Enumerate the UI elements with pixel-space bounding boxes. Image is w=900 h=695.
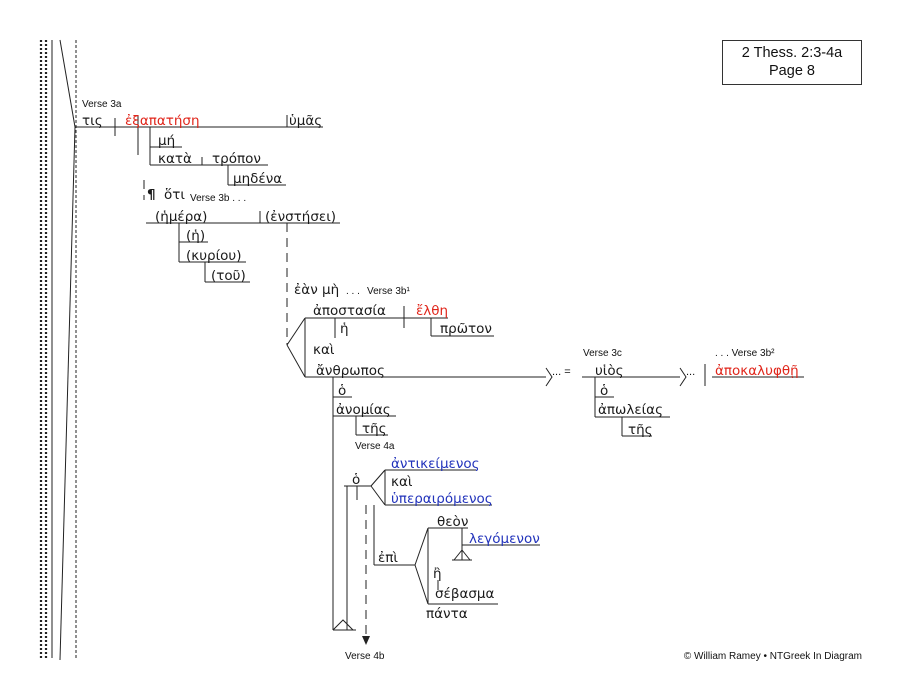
word-kai-2: καὶ bbox=[391, 474, 413, 490]
word-tes-2: τῆς bbox=[362, 421, 387, 437]
word-apokalyphthe: ἀποκαλυφθῇ bbox=[715, 363, 799, 379]
word-tes: τῆς bbox=[628, 422, 653, 438]
word-me: μή bbox=[158, 133, 175, 149]
word-ho-article: ὁ bbox=[600, 383, 608, 399]
word-anthropos: ἄνθρωπος bbox=[316, 363, 385, 379]
reference-box: 2 Thess. 2:3-4a Page 8 bbox=[722, 40, 862, 85]
label-verse-4b: Verse 4b bbox=[345, 651, 385, 662]
word-huios: υἱὸς bbox=[595, 363, 624, 379]
word-exapatese: ἐξαπατήση bbox=[125, 113, 200, 129]
word-hemera: (ἡμέρα) bbox=[155, 209, 207, 225]
word-kai: καὶ bbox=[313, 342, 335, 358]
label-verse-3b2: . . . Verse 3b² bbox=[715, 348, 775, 359]
word-proton: πρῶτον bbox=[440, 321, 492, 337]
label-verse-3b1: Verse 3b¹ bbox=[367, 286, 410, 297]
label-verse-4a: Verse 4a bbox=[355, 441, 395, 452]
word-medena: μηδένα bbox=[233, 171, 282, 187]
word-he-article-2: ἡ bbox=[340, 321, 349, 337]
word-hyperairomenos: ὑπεραιρόμενος bbox=[391, 491, 493, 507]
word-antikeimenos: ἀντικείμενος bbox=[391, 456, 480, 472]
word-e-or: ἢ bbox=[433, 566, 442, 582]
word-hoti: ὅτι bbox=[164, 187, 185, 203]
page-margin-rings bbox=[39, 39, 77, 661]
label-verse-3a: Verse 3a bbox=[82, 99, 122, 110]
word-he-article: (ἡ) bbox=[186, 228, 205, 244]
word-tou-article: (τοῦ) bbox=[211, 268, 246, 284]
diagram-lines bbox=[76, 115, 804, 645]
word-kyriou: (κυρίου) bbox=[186, 248, 242, 264]
page-number: Page 8 bbox=[769, 63, 815, 79]
label-verse-3c: Verse 3c bbox=[583, 348, 622, 359]
word-apostasia: ἀποστασία bbox=[313, 303, 386, 319]
word-elthe: ἔλθη bbox=[416, 303, 448, 319]
word-tropon: τρόπον bbox=[212, 151, 261, 167]
word-kata: κατὰ bbox=[158, 151, 192, 167]
label-verse-3b: Verse 3b . . . bbox=[190, 193, 246, 204]
word-apoleias: ἀπωλείας bbox=[598, 402, 663, 418]
word-ho-article-anthropos: ὁ bbox=[338, 383, 346, 399]
equals-ellipsis: ... = bbox=[552, 366, 571, 378]
word-legomenon: λεγόμενον bbox=[469, 531, 540, 547]
word-enestesei: (ἐνστήσει) bbox=[265, 209, 336, 225]
word-hymas: ὑμᾶς bbox=[289, 113, 322, 129]
paragraph-mark: ¶ bbox=[147, 187, 156, 203]
word-theon: θεὸν bbox=[437, 514, 468, 530]
word-ho-participle: ὁ bbox=[352, 472, 360, 488]
word-anomias: ἀνομίας bbox=[336, 402, 391, 418]
copyright-footer: © William Ramey • NTGreek In Diagram bbox=[684, 651, 862, 662]
ellipsis-3b1: . . . bbox=[346, 286, 360, 297]
word-ean-me: ἐὰν μὴ bbox=[294, 282, 339, 298]
ellipsis-right: ... bbox=[686, 366, 695, 378]
word-epi: ἐπὶ bbox=[378, 550, 398, 566]
word-sebasma: σέβασμα bbox=[435, 586, 495, 602]
reference-title: 2 Thess. 2:3-4a bbox=[741, 45, 843, 61]
word-panta: πάντα bbox=[426, 606, 468, 622]
word-tis: τις bbox=[82, 113, 103, 129]
